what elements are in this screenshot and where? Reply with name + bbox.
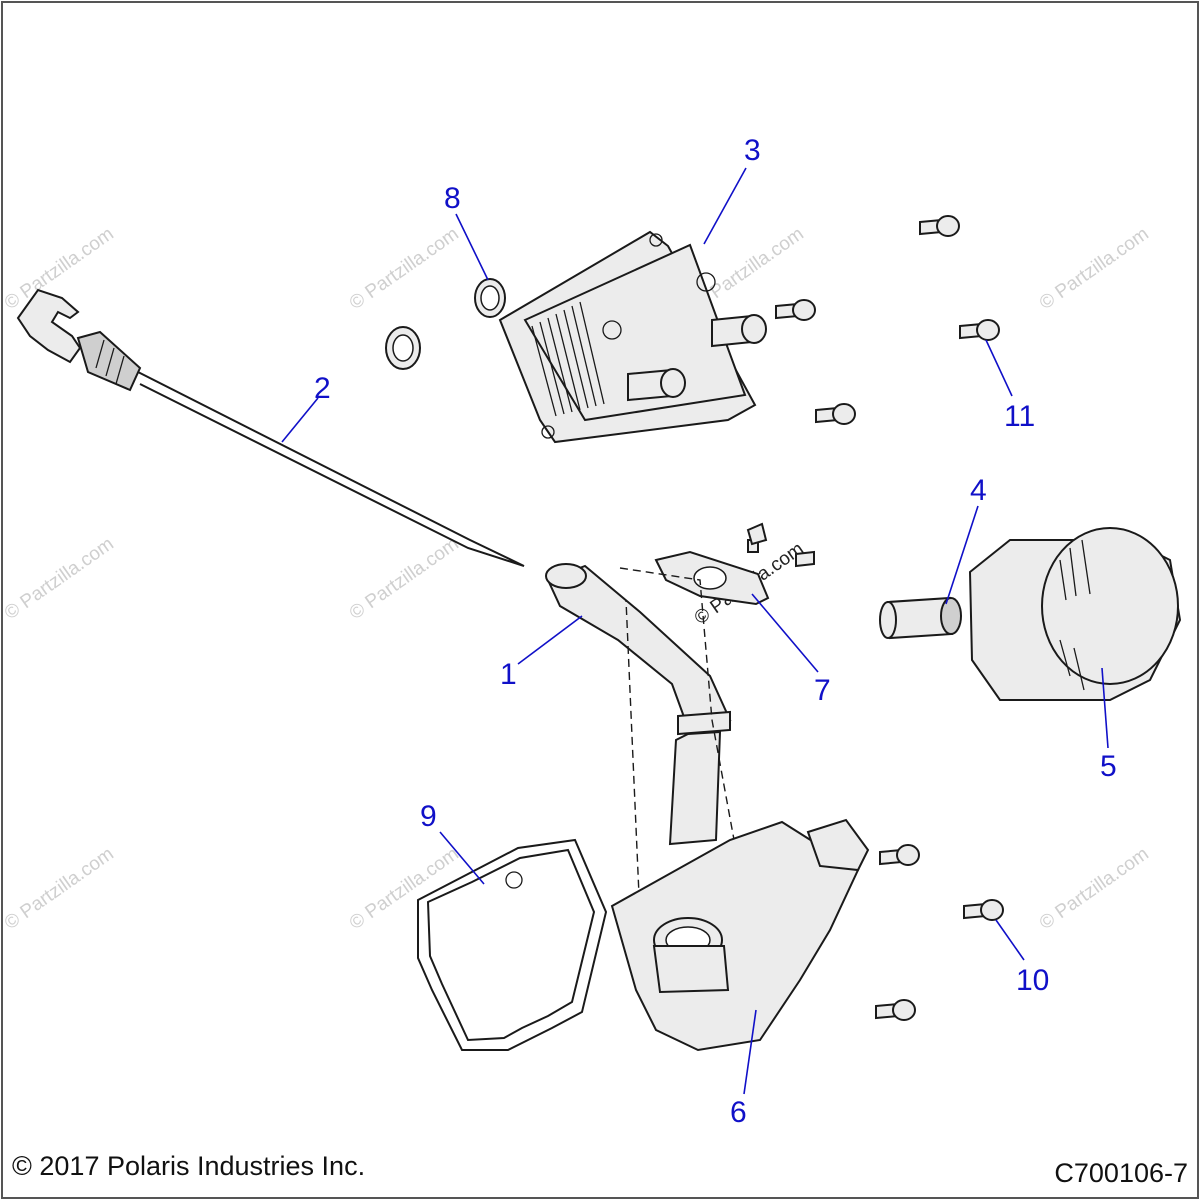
pickup-tube-part (545, 563, 749, 919)
callout-5: 5 (1100, 750, 1117, 783)
oil-pan-part (610, 818, 870, 1052)
callout-2: 2 (314, 372, 331, 405)
pan-gasket-part (417, 838, 608, 1051)
callout-9: 9 (420, 800, 437, 833)
watermark: © Partzilla.com (1, 533, 118, 624)
callout-8: 8 (444, 182, 461, 215)
callout-10: 10 (1016, 964, 1049, 997)
watermark: © Partzilla.com (1036, 223, 1153, 314)
dipstick-part (16, 288, 525, 567)
watermark: © Partzilla.com (346, 223, 463, 314)
figure-id: C700106-7 (1054, 1158, 1188, 1188)
bolt-set-11 (775, 215, 1000, 425)
gasket-part (654, 522, 815, 606)
watermark: © Partzilla.com (346, 533, 463, 624)
callout-7: 7 (814, 674, 831, 707)
copyright-notice: © 2017 Polaris Industries Inc. (12, 1151, 365, 1181)
bolt-set-10 (875, 844, 1004, 1021)
adapter-part (879, 596, 962, 640)
o-ring-part (385, 278, 506, 370)
callouts: 1 2 3 4 5 6 7 8 9 10 11 (314, 134, 1117, 1129)
watermark: © Partzilla.com (346, 843, 463, 934)
callout-1: 1 (500, 658, 517, 691)
watermark: © Partzilla.com (1036, 843, 1153, 934)
callout-4: 4 (970, 474, 987, 507)
callout-11: 11 (1004, 400, 1035, 433)
oil-cooler-part (498, 230, 767, 444)
leader-lines (281, 167, 1109, 1095)
callout-6: 6 (730, 1096, 747, 1129)
callout-3: 3 (744, 134, 761, 167)
watermark: © Partzilla.com (1, 843, 118, 934)
oil-filter-part (968, 527, 1182, 701)
